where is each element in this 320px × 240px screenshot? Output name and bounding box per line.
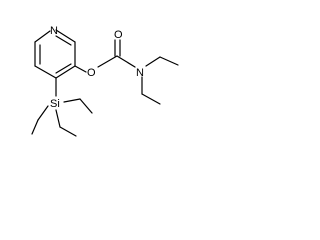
bond-si-ethyl3-ch3 [59, 126, 77, 137]
bond-si-ethyl1-ch3 [31, 119, 39, 135]
chemical-structure-diagram: N O O N Si [31, 25, 179, 137]
ring-nitrogen-label: N [50, 25, 58, 37]
ring-double-bond-1 [55, 35, 72, 46]
bond-silicon-ethyl1-ch2 [37, 105, 49, 121]
amide-nitrogen-label: N [136, 67, 144, 79]
bond-si-ethyl2-ch3 [79, 98, 93, 114]
silicon-label: Si [50, 98, 60, 110]
ring-bond-c4-c5 [34, 65, 57, 79]
bond-ethyl1-ch3 [159, 56, 179, 66]
ester-oxygen-label: O [87, 67, 96, 79]
bond-nitrogen-ethyl1-ch2 [145, 56, 161, 67]
bond-carbonyl-nitrogen [116, 55, 136, 68]
ring-bond-n-c2 [55, 29, 76, 43]
bond-oxygen-carbonyl [97, 55, 118, 68]
ring-double-bond-2 [55, 63, 72, 74]
ring-bond-c3-c4 [55, 65, 76, 79]
bond-c3-oxygen [74, 65, 87, 73]
bond-silicon-ethyl2-ch2 [63, 98, 81, 103]
bond-ethyl2-ch3 [141, 93, 161, 105]
bond-silicon-ethyl3-ch2 [55, 109, 61, 128]
ring-bond-c6-n [34, 30, 51, 43]
carbonyl-oxygen-label: O [114, 29, 123, 41]
